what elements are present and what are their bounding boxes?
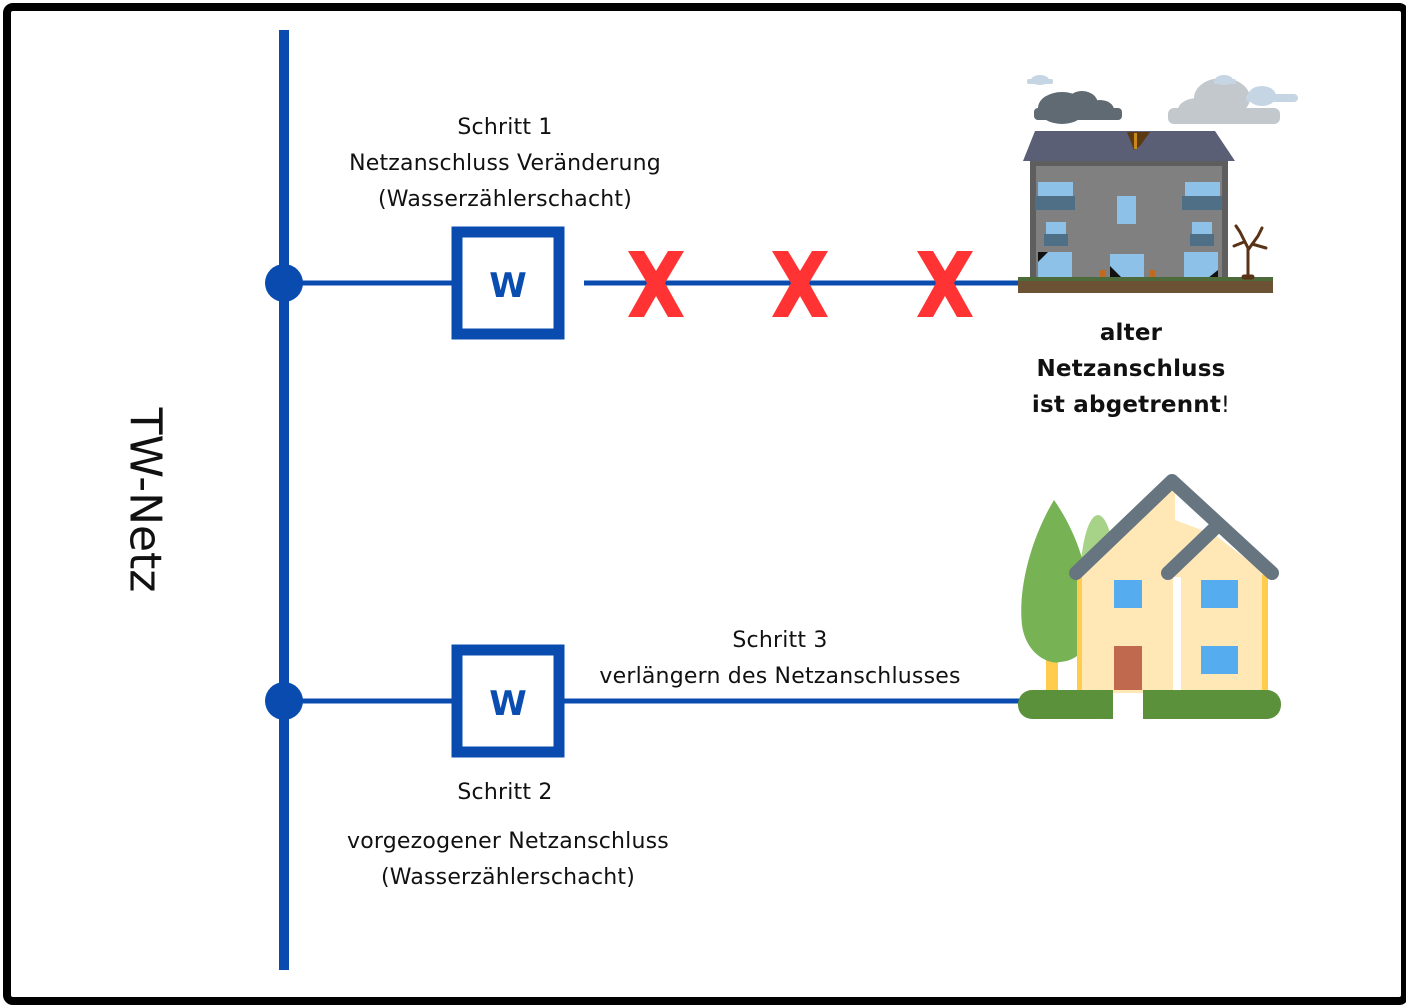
cloud-icon [1168, 78, 1280, 124]
meter-label-2: W [489, 684, 527, 724]
water-meter-box-2 [451, 644, 565, 758]
step1-description: Netzanschluss Veränderung [349, 151, 661, 176]
cloud-icon [1034, 91, 1122, 124]
dead-tree-icon [1232, 224, 1268, 280]
old-connection-line3: ist abgetrennt [1031, 392, 1222, 418]
step2-label: vorgezogener Netzanschluss (Wasserzähler… [347, 824, 669, 896]
step3-description: verlängern des Netzanschlusses [599, 664, 961, 689]
cut-mark-2 [772, 251, 828, 317]
step2-title: Schritt 2 [457, 780, 553, 805]
step1-label: Schritt 1 Netzanschluss Veränderung (Was… [349, 110, 661, 218]
step2-subdescription: (Wasserzählerschacht) [380, 865, 635, 890]
old-connection-exclamation: ! [1221, 393, 1231, 418]
old-damaged-house-icon [1018, 75, 1298, 293]
network-title: TW-Netz [119, 407, 171, 593]
step3-label: Schritt 3 verlängern des Netzanschlusses [599, 623, 960, 695]
step1-subdescription: (Wasserzählerschacht) [377, 187, 632, 212]
new-house-icon [1018, 474, 1281, 719]
step2-description: vorgezogener Netzanschluss [347, 829, 669, 854]
water-meter-box-1 [451, 226, 565, 340]
cloud-icon [1027, 75, 1298, 106]
old-connection-label: alter Netzanschluss ist abgetrennt! [1032, 315, 1230, 424]
old-connection-line1: alter [1099, 320, 1163, 346]
step3-title: Schritt 3 [732, 628, 828, 653]
step2-title-label: Schritt 2 [457, 775, 552, 811]
cut-mark-1 [628, 251, 684, 317]
old-connection-line2: Netzanschluss [1036, 356, 1226, 382]
meter-label-1: W [489, 266, 527, 306]
step1-title: Schritt 1 [457, 115, 553, 140]
cut-mark-3 [917, 251, 973, 317]
